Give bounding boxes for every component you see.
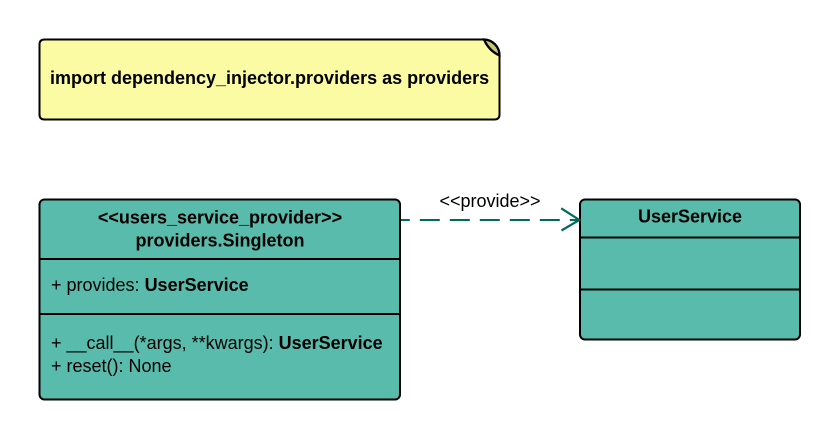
svg-text:UserService: UserService [638, 207, 742, 227]
svg-text:<<provide>>: <<provide>> [439, 191, 540, 211]
svg-text:+ provides: UserService: + provides: UserService [51, 275, 249, 295]
svg-text:providers.Singleton: providers.Singleton [135, 230, 304, 250]
svg-text:import dependency_injector.pro: import dependency_injector.providers as … [50, 68, 489, 88]
svg-text:<<users_service_provider>>: <<users_service_provider>> [98, 208, 342, 228]
svg-text:+ reset(): None: + reset(): None [51, 356, 172, 376]
svg-text:+ __call__(*args, **kwargs): U: + __call__(*args, **kwargs): UserService [51, 333, 383, 354]
